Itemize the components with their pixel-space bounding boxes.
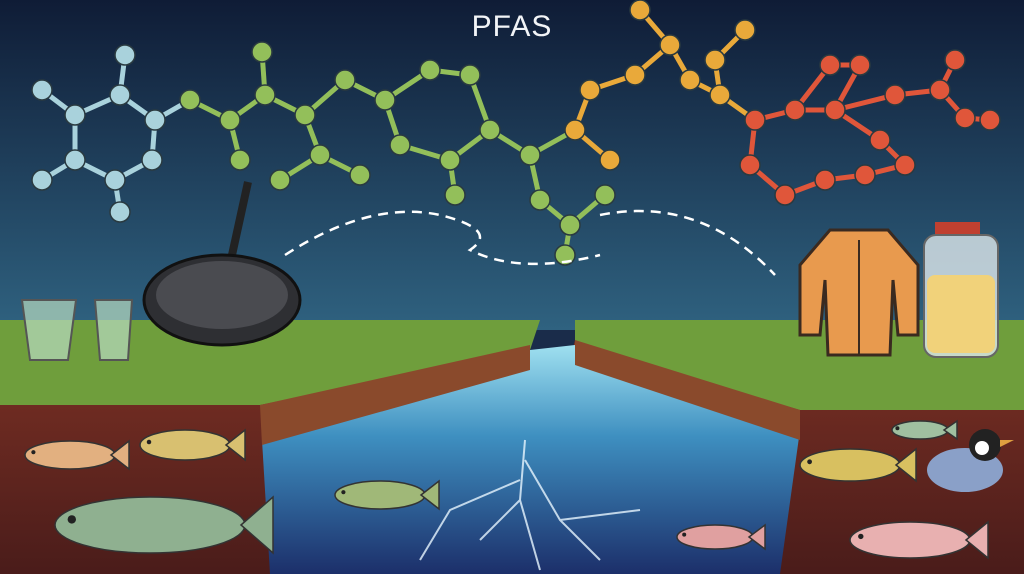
- molecule-atom: [954, 107, 976, 129]
- molecule-chain: [31, 0, 1001, 266]
- molecule-atom: [814, 169, 836, 191]
- molecule-atom: [599, 149, 621, 171]
- fish: [54, 495, 274, 555]
- molecule-atom: [894, 154, 916, 176]
- liquid-jar: [923, 222, 999, 358]
- molecule-atom: [349, 164, 371, 186]
- molecule-atom: [744, 109, 766, 131]
- molecule-atom: [179, 89, 201, 111]
- water-roots: [419, 439, 641, 571]
- molecule-atom: [109, 84, 131, 106]
- molecule-atom: [114, 44, 136, 66]
- dashed-path-right: [599, 209, 776, 276]
- molecule-atom: [64, 149, 86, 171]
- molecule-atom: [704, 49, 726, 71]
- molecule-atom: [254, 84, 276, 106]
- molecule-atom: [334, 69, 356, 91]
- root-line: [519, 499, 541, 571]
- molecule-atom: [564, 119, 586, 141]
- water-glasses: [20, 299, 134, 361]
- molecule-atom: [854, 164, 876, 186]
- molecule-atom: [774, 184, 796, 206]
- molecule-atom: [269, 169, 291, 191]
- molecule-atom: [439, 149, 461, 171]
- molecule-atom: [869, 129, 891, 151]
- molecule-atom: [31, 79, 53, 101]
- dashed-path-left: [284, 210, 601, 266]
- molecule-atom: [529, 189, 551, 211]
- fish: [24, 439, 130, 471]
- grass-right: [575, 320, 1024, 410]
- molecule-atom: [594, 184, 616, 206]
- molecule-atom: [144, 109, 166, 131]
- molecule-atom: [459, 64, 481, 86]
- molecule-atom: [141, 149, 163, 171]
- molecule-atom: [579, 79, 601, 101]
- fish: [891, 419, 958, 441]
- molecule-atom: [309, 144, 331, 166]
- fish: [334, 479, 440, 511]
- molecule-atom: [374, 89, 396, 111]
- molecule-atom: [679, 69, 701, 91]
- page-title: PFAS: [471, 10, 553, 43]
- molecule-atom: [884, 84, 906, 106]
- jacket: [798, 228, 920, 357]
- molecule-atom: [819, 54, 841, 76]
- fish: [849, 520, 989, 560]
- molecule-atom: [944, 49, 966, 71]
- molecule-atom: [559, 214, 581, 236]
- fish: [799, 447, 917, 483]
- fish-group: [24, 419, 989, 560]
- molecule-atom: [31, 169, 53, 191]
- molecule-atom: [784, 99, 806, 121]
- root-line: [419, 479, 521, 561]
- molecule-atom: [929, 79, 951, 101]
- molecule-atom: [64, 104, 86, 126]
- molecule-atom: [739, 154, 761, 176]
- molecule-atom: [849, 54, 871, 76]
- molecule-atom: [251, 41, 273, 63]
- fish: [676, 523, 766, 551]
- molecule-atom: [519, 144, 541, 166]
- molecule-atom: [219, 109, 241, 131]
- molecule-atom: [104, 169, 126, 191]
- frying-pan: [142, 181, 302, 347]
- molecule-atom: [444, 184, 466, 206]
- molecule-atom: [659, 34, 681, 56]
- soil-bank-right: [575, 340, 800, 440]
- molecule-atom: [824, 99, 846, 121]
- molecule-atom: [109, 201, 131, 223]
- soil-bank-left: [260, 345, 530, 445]
- molecule-atom: [734, 19, 756, 41]
- molecule-atom: [979, 109, 1001, 131]
- fish: [139, 428, 246, 462]
- molecule-atom: [629, 0, 651, 21]
- molecule-atom: [229, 149, 251, 171]
- molecule-atom: [294, 104, 316, 126]
- molecule-atom: [419, 59, 441, 81]
- root-line: [559, 509, 641, 521]
- bird: [927, 429, 1014, 492]
- molecule-atom: [709, 84, 731, 106]
- molecule-atom: [624, 64, 646, 86]
- molecule-atom: [389, 134, 411, 156]
- molecule-atom: [479, 119, 501, 141]
- grass-left: [0, 320, 540, 405]
